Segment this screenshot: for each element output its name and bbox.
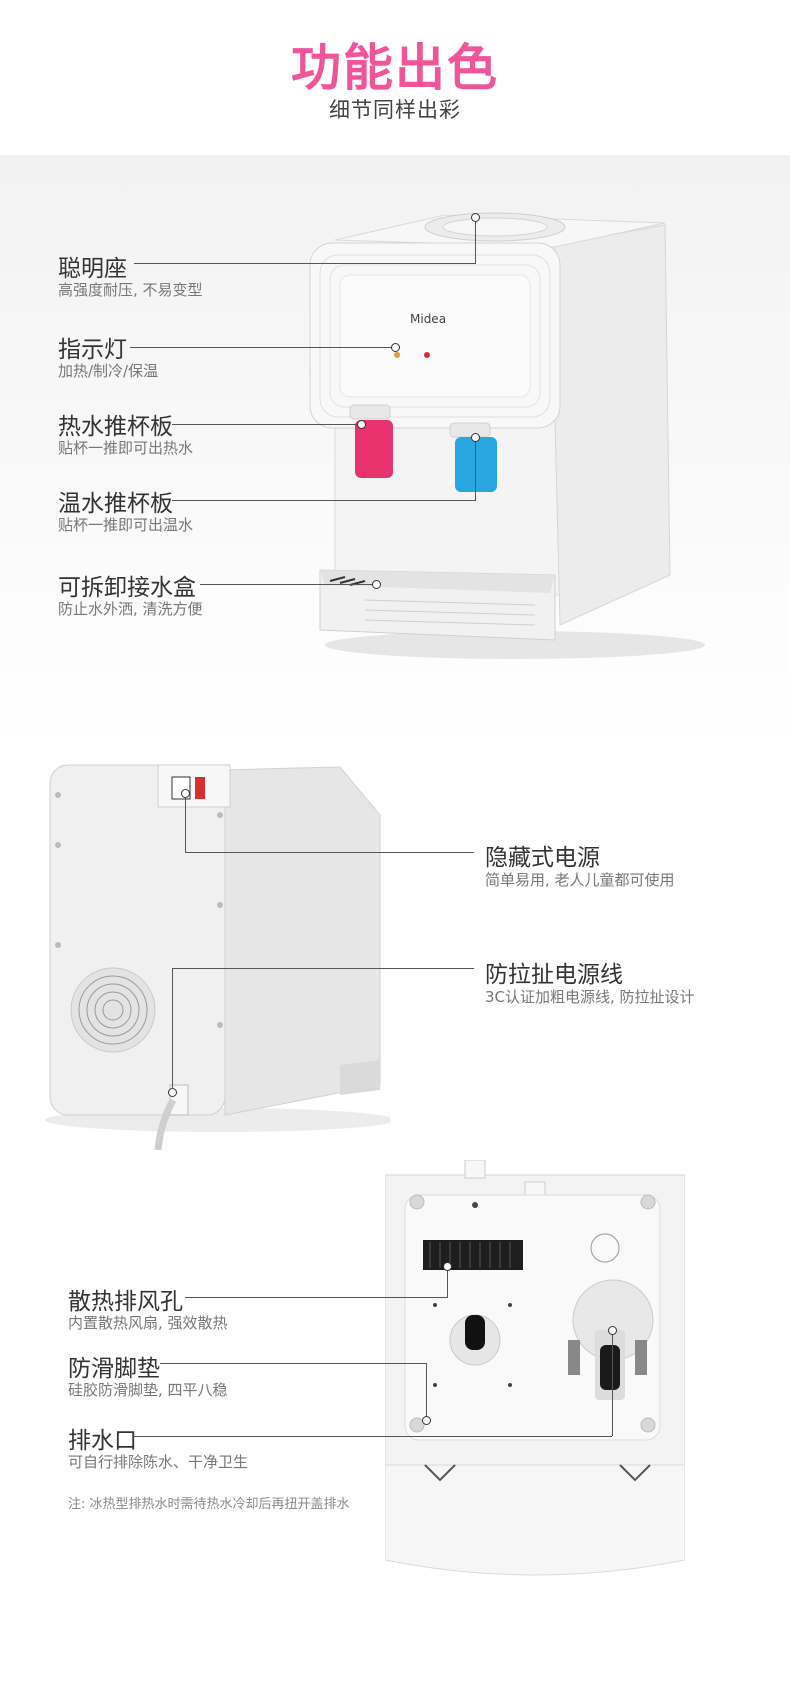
footnote: 注: 冰热型排热水时需待热水冷却后再扭开盖排水 — [68, 1497, 350, 1512]
callout-line-hidden-power-v — [185, 797, 186, 852]
callout-line-warm-paddle — [172, 500, 475, 501]
feature-indicator-label: 指示灯 — [58, 337, 127, 363]
brand-logo: Midea — [410, 312, 446, 326]
bottom-dispenser-image — [385, 1160, 685, 1590]
callout-dot-hot-paddle — [357, 420, 366, 429]
front-dispenser-image: Midea — [305, 205, 735, 665]
feature-smart-seat-label: 聪明座 — [58, 256, 127, 282]
callout-dot-drain — [608, 1326, 617, 1335]
callout-line-antislip — [160, 1363, 426, 1364]
feature-power-cord-desc: 3C认证加粗电源线, 防拉扯设计 — [485, 988, 695, 1006]
callout-line-drain — [133, 1436, 612, 1437]
feature-hot-paddle-label: 热水推杯板 — [58, 414, 173, 440]
callout-line-smart-seat-v — [475, 222, 476, 264]
callout-dot-indicator — [391, 343, 400, 352]
callout-line-antislip-v — [426, 1363, 427, 1416]
feature-indicator-desc: 加热/制冷/保温 — [58, 362, 159, 380]
callout-line-power-cord-v — [172, 968, 173, 1089]
feature-antislip-desc: 硅胶防滑脚垫, 四平八稳 — [68, 1381, 228, 1399]
feature-hidden-power-label: 隐藏式电源 — [485, 845, 600, 871]
feature-hidden-power-desc: 简单易用, 老人儿童都可使用 — [485, 871, 675, 889]
callout-dot-smart-seat — [471, 213, 480, 222]
callout-line-vent-v — [447, 1270, 448, 1298]
callout-dot-vent — [443, 1262, 452, 1271]
feature-antislip-label: 防滑脚垫 — [68, 1356, 160, 1382]
back-dispenser-image — [40, 755, 390, 1150]
callout-dot-warm-paddle — [471, 433, 480, 442]
feature-power-cord-label: 防拉扯电源线 — [485, 962, 623, 988]
callout-line-indicator — [130, 347, 392, 348]
callout-line-drain-v — [612, 1333, 613, 1436]
callout-line-smart-seat — [134, 263, 475, 264]
feature-drain-desc: 可自行排除陈水、干净卫生 — [68, 1453, 249, 1471]
callout-dot-antislip — [422, 1416, 431, 1425]
feature-drip-tray-label: 可拆卸接水盒 — [58, 575, 196, 601]
feature-hot-paddle-desc: 贴杯一推即可出热水 — [58, 439, 194, 457]
feature-smart-seat-desc: 高强度耐压, 不易变型 — [58, 281, 203, 299]
feature-vent-desc: 内置散热风扇, 强效散热 — [68, 1314, 228, 1332]
page-title: 功能出色 — [291, 39, 499, 97]
callout-dot-power-cord — [168, 1088, 177, 1097]
callout-line-power-cord — [172, 968, 474, 969]
callout-line-drip-tray — [200, 584, 374, 585]
callout-line-vent — [185, 1297, 447, 1298]
feature-drip-tray-desc: 防止水外洒, 清洗方便 — [58, 600, 203, 618]
callout-line-hot-paddle — [172, 424, 358, 425]
callout-line-hidden-power — [185, 852, 474, 853]
callout-dot-drip-tray — [372, 580, 381, 589]
callout-line-warm-paddle-v — [475, 441, 476, 501]
feature-warm-paddle-label: 温水推杯板 — [58, 491, 173, 517]
feature-warm-paddle-desc: 贴杯一推即可出温水 — [58, 516, 194, 534]
feature-vent-label: 散热排风孔 — [68, 1289, 183, 1315]
feature-drain-label: 排水口 — [68, 1428, 137, 1454]
page-subtitle: 细节同样出彩 — [329, 98, 461, 122]
